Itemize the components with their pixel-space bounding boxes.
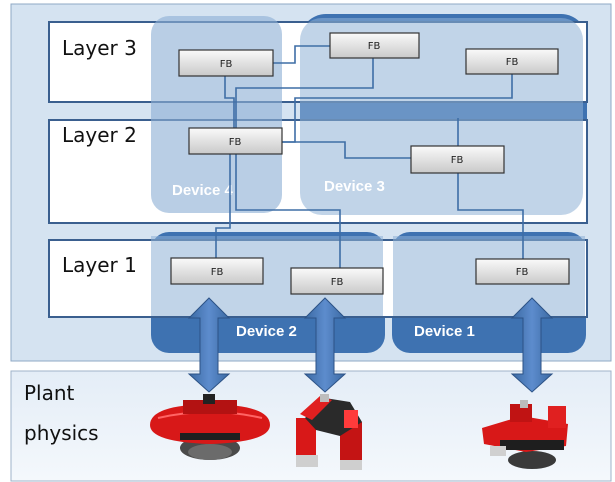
fb-label: FB bbox=[516, 267, 529, 278]
layer1-label: Layer 1 bbox=[62, 253, 137, 277]
function-block: FB bbox=[290, 267, 384, 295]
device3-label: Device 3 bbox=[324, 178, 385, 195]
plant-label-line2: physics bbox=[24, 421, 99, 445]
fb-label: FB bbox=[229, 137, 242, 148]
connection-line bbox=[215, 154, 231, 258]
connection-line bbox=[457, 173, 524, 259]
device2-label: Device 2 bbox=[236, 323, 297, 340]
function-block: FB bbox=[329, 32, 420, 59]
function-block: FB bbox=[170, 257, 264, 285]
layer3-label: Layer 3 bbox=[62, 36, 137, 60]
device1-plant-arrow bbox=[510, 297, 554, 393]
conveyor-machine-image bbox=[296, 394, 362, 470]
fb-label: FB bbox=[220, 59, 233, 70]
connection-line bbox=[282, 141, 411, 159]
device1-label: Device 1 bbox=[414, 323, 475, 340]
fb-label: FB bbox=[211, 267, 224, 278]
layer2-label: Layer 2 bbox=[62, 123, 137, 147]
fb-label: FB bbox=[451, 155, 464, 166]
plant-label-line1: Plant bbox=[24, 381, 75, 405]
device2-plant-arrow-right bbox=[303, 297, 347, 393]
connection-line bbox=[224, 76, 235, 128]
connection-line bbox=[235, 154, 341, 268]
function-block: FB bbox=[465, 48, 559, 75]
function-block: FB bbox=[178, 49, 274, 77]
fb-label: FB bbox=[506, 57, 519, 68]
connection-line bbox=[273, 45, 330, 64]
function-block: FB bbox=[410, 145, 505, 174]
function-block: FB bbox=[188, 127, 283, 155]
connection-line bbox=[235, 58, 374, 128]
connection-lines bbox=[215, 45, 524, 268]
function-block: FB bbox=[475, 258, 570, 285]
fb-label: FB bbox=[331, 277, 344, 288]
device4-label: Device 4 bbox=[172, 182, 234, 199]
turntable-machine-image bbox=[150, 394, 270, 460]
device2-plant-arrow-left bbox=[187, 297, 231, 393]
fb-label: FB bbox=[368, 41, 381, 52]
handling-machine-image bbox=[482, 400, 568, 469]
